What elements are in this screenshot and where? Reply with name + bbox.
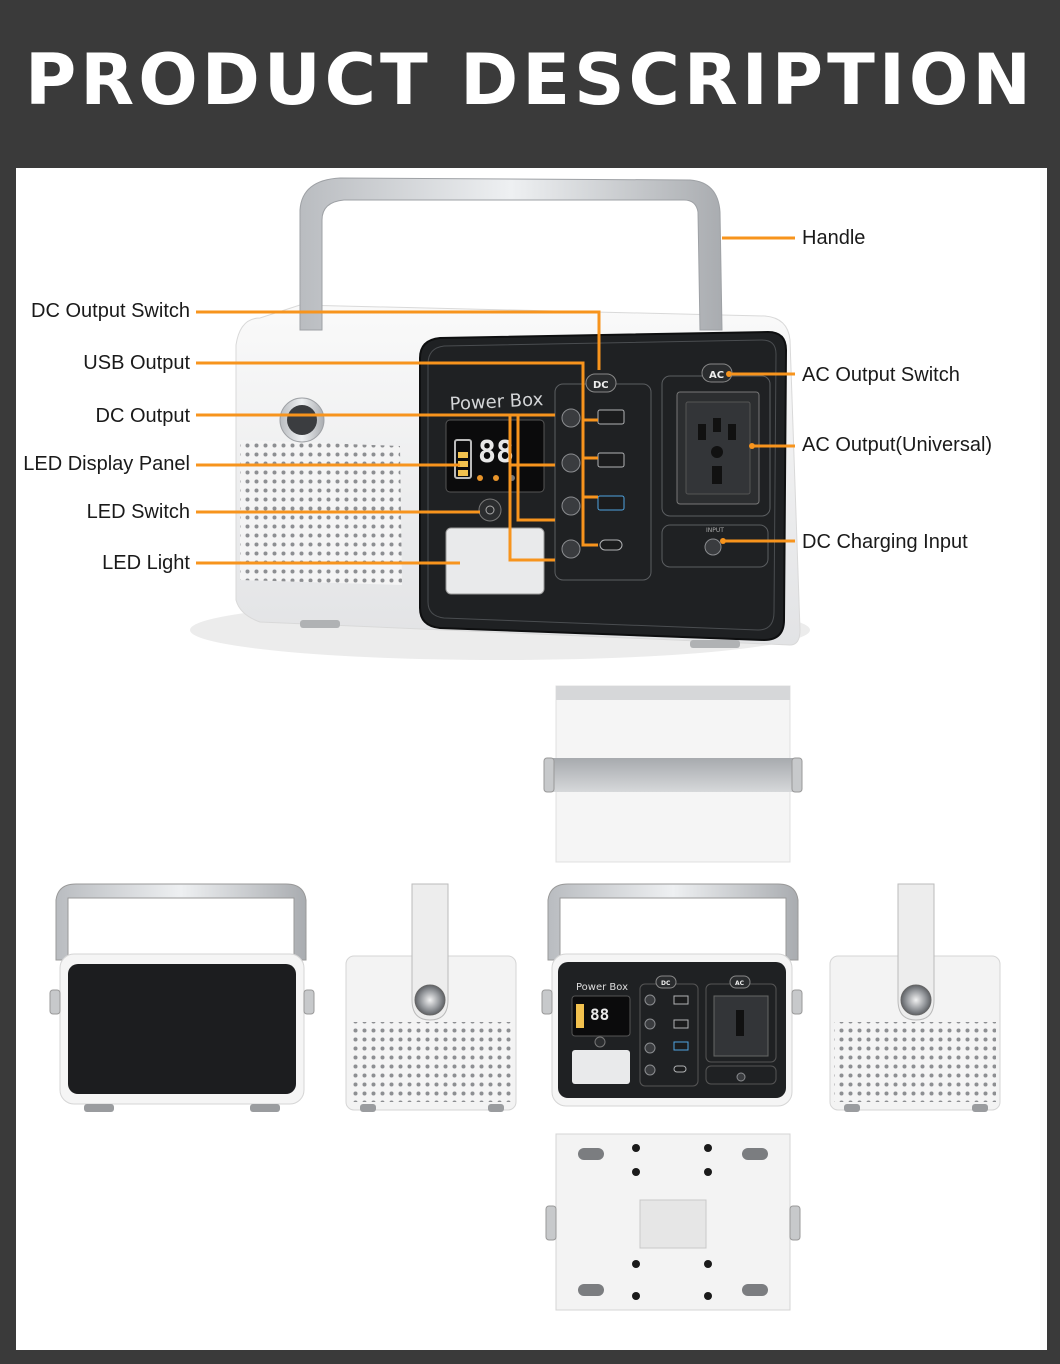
label-dc-output: DC Output [95,405,190,427]
label-dc-charging-input: DC Charging Input [802,531,968,553]
display-digits: 88 [478,435,514,470]
label-dc-output-switch: DC Output Switch [31,300,190,322]
header-bar: PRODUCT DESCRIPTION [0,0,1060,168]
label-usb-output: USB Output [83,352,190,374]
label-led-switch: LED Switch [86,501,190,523]
front-ac-badge: AC [735,980,745,987]
callout-dot [726,371,732,377]
right-side-view [829,883,1001,1112]
top-view [543,685,803,863]
front-view: Power Box 88 DC AC [541,883,803,1107]
brand-text: Power Box [449,389,544,415]
callout-dot [749,443,755,449]
left-side-view [345,883,517,1112]
callout-dot [720,538,726,544]
label-handle: Handle [802,227,866,249]
bottom-view [545,1133,801,1311]
label-led-light: LED Light [102,552,190,574]
main-device-view: Power Box 88 DC AC INPUT [190,177,810,660]
label-ac-output-universal: AC Output(Universal) [802,434,993,456]
label-ac-output-switch: AC Output Switch [802,364,960,386]
page-title: PRODUCT DESCRIPTION [25,39,1035,121]
front-dc-badge: DC [661,980,671,987]
front-brand-text: Power Box [576,982,628,993]
ac-badge: AC [709,370,724,381]
back-view [49,883,315,1112]
input-label: INPUT [706,527,724,534]
callout-lines [196,236,795,565]
label-led-display-panel: LED Display Panel [23,453,190,475]
dc-badge: DC [593,380,609,391]
front-display-digits: 88 [590,1005,609,1024]
